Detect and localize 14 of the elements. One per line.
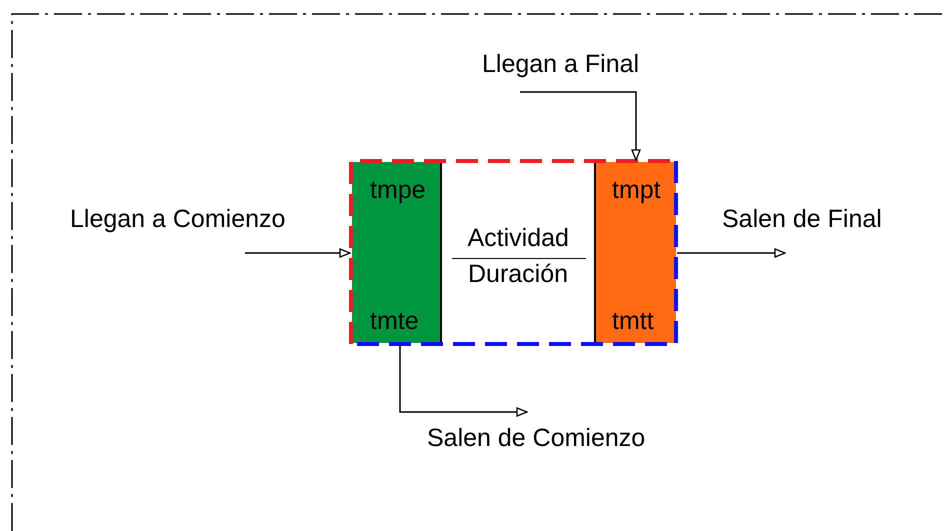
time-label: tmte bbox=[370, 307, 419, 336]
arrow bbox=[520, 91, 641, 161]
time-label: tmpe bbox=[370, 176, 426, 205]
arrow bbox=[677, 248, 786, 258]
duration-label: Duración bbox=[468, 260, 568, 289]
activity-name: Actividad bbox=[468, 224, 569, 253]
arrow bbox=[245, 248, 351, 258]
time-label: tmtt bbox=[612, 307, 654, 336]
arrow bbox=[399, 345, 528, 417]
time-label: tmpt bbox=[612, 176, 661, 205]
output-label: Salen de Final bbox=[722, 205, 882, 234]
output-label: Salen de Comienzo bbox=[427, 424, 646, 453]
input-label: Llegan a Comienzo bbox=[70, 205, 286, 234]
input-label: Llegan a Final bbox=[482, 50, 640, 79]
